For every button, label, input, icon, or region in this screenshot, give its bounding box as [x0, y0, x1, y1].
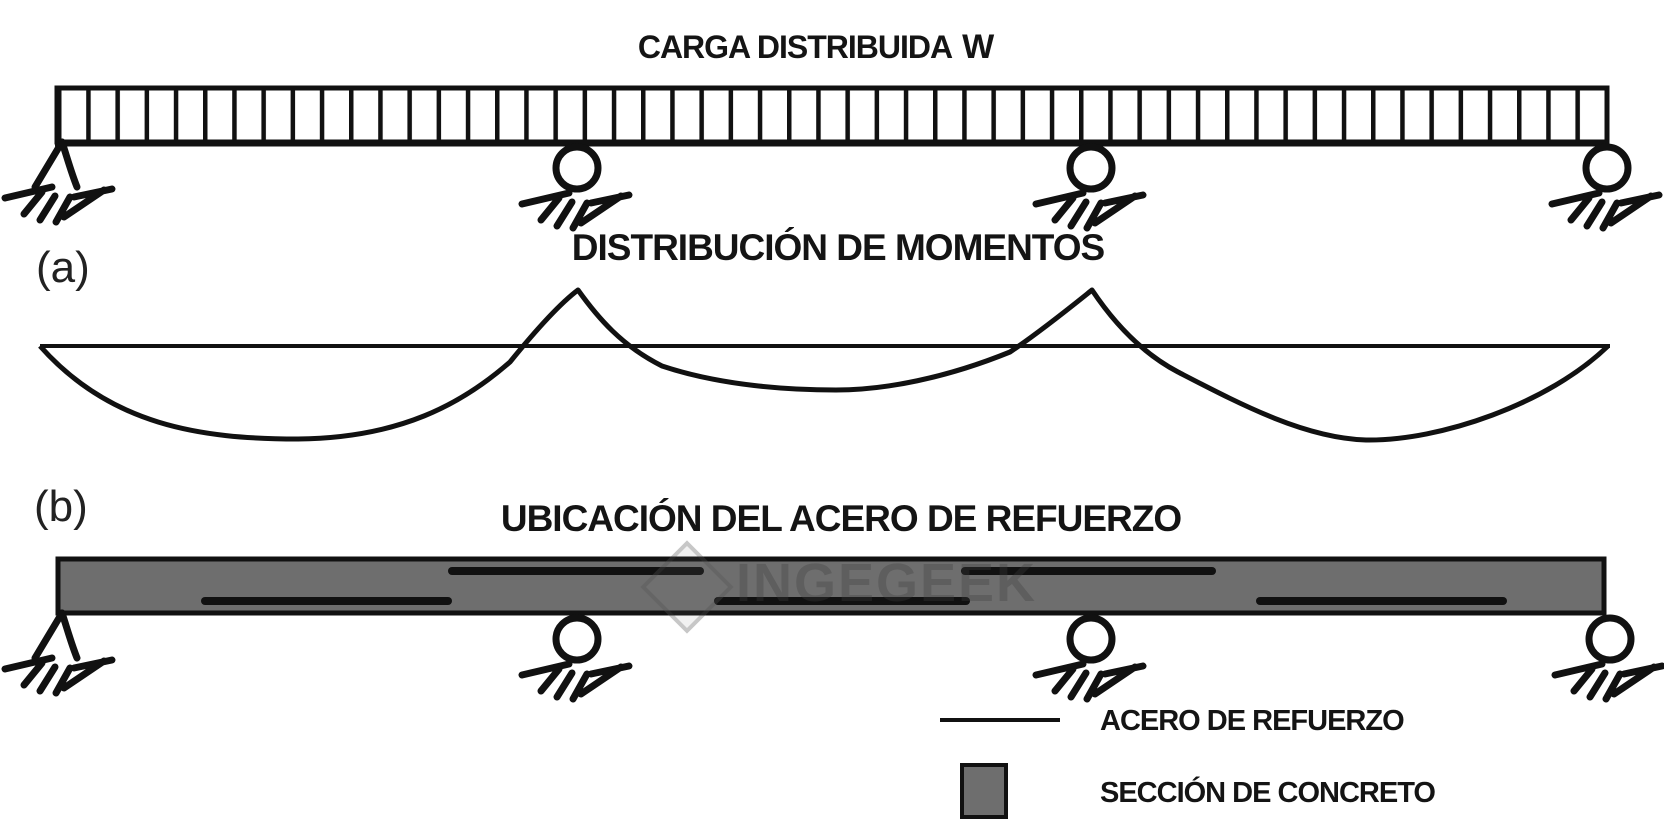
- roller-support: [1555, 618, 1662, 699]
- section-label-a: (a): [36, 243, 90, 292]
- load-title-text: CARGA DISTRIBUIDA: [637, 29, 953, 65]
- legend-concrete-label: SECCIÓN DE CONCRETO: [1100, 777, 1436, 809]
- legend-concrete-swatch: [960, 763, 1008, 819]
- pin-support: [5, 613, 112, 693]
- roller-support: [1552, 147, 1659, 228]
- pin-support: [5, 142, 112, 222]
- roller-support: [1036, 618, 1143, 699]
- section-label-b: (b): [34, 482, 88, 531]
- moments-title: DISTRIBUCIÓN DE MOMENTOS: [571, 227, 1105, 268]
- load-band: [54, 85, 1610, 147]
- moment-diagram: [38, 287, 1610, 443]
- legend-steel-label: ACERO DE REFUERZO: [1100, 705, 1405, 737]
- roller-support: [522, 618, 629, 699]
- moment-curve: [38, 287, 1610, 443]
- steel-title: UBICACIÓN DEL ACERO DE REFUERZO: [500, 498, 1182, 539]
- rebar-layer: [201, 567, 1507, 605]
- load-symbol: W: [962, 28, 995, 66]
- roller-support: [1036, 147, 1143, 228]
- roller-support: [522, 147, 629, 228]
